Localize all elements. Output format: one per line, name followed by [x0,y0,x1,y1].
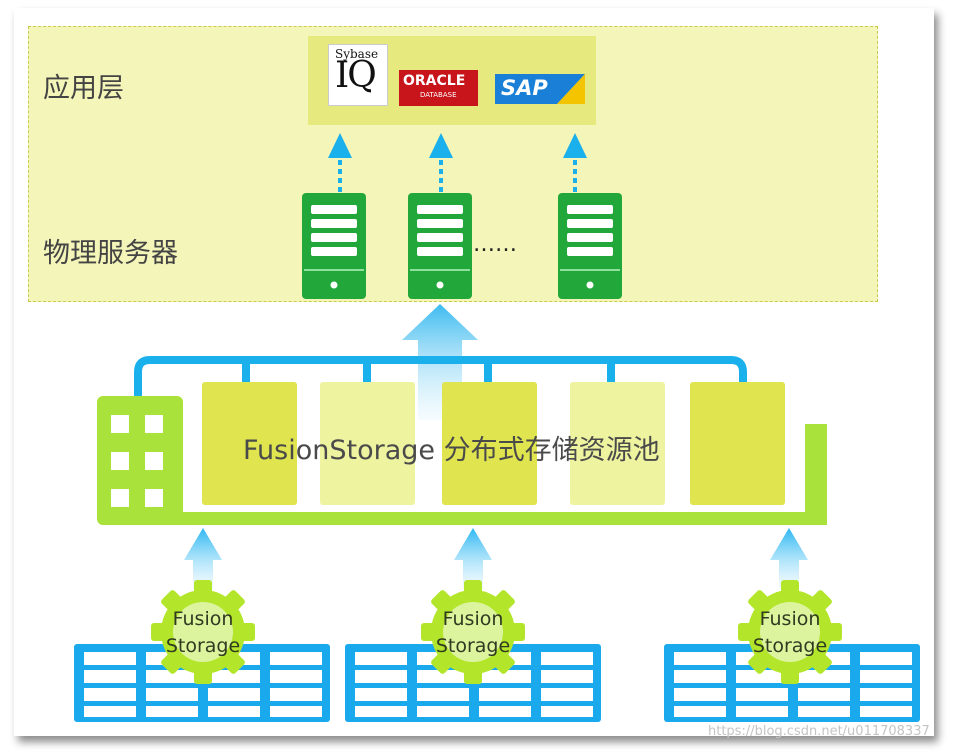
sap-text: SAP [501,76,548,100]
node-to-pool-arrow-2 [454,528,492,588]
node-label-1: Fusion Storage [158,606,248,660]
physical-server-label: 物理服务器 [43,238,178,269]
pool-title: FusionStorage 分布式存储资源池 [243,435,660,466]
server-ellipsis: …… [473,232,517,257]
sap-badge [495,74,585,104]
server-to-app-arrow-3 [563,133,587,192]
node-label-line2: Storage [752,635,828,657]
node-label-line2: Storage [165,635,241,657]
pool-block [442,382,537,505]
oracle-logo: ORACLE DATABASE [399,70,478,106]
node-label-line2: Storage [435,635,511,657]
application-layer-label: 应用层 [43,73,124,104]
gear-icon [151,580,255,684]
oracle-database-text: DATABASE [420,91,457,99]
pool-block [202,382,297,505]
node-label-line1: Fusion [442,608,504,630]
pool-block [320,382,415,505]
node-to-pool-arrow-3 [770,528,808,588]
server-icon [302,193,366,299]
server-icon [408,193,472,299]
oracle-text: ORACLE [403,73,466,89]
sybase-iq-logo: Sybase IQ [328,44,388,106]
gear-icon [738,580,842,684]
sap-logo: SAP [495,74,585,104]
node-label-line1: Fusion [759,608,821,630]
storage-pool [97,396,827,525]
iq-text: IQ [335,55,377,96]
node-label-3: Fusion Storage [745,606,835,660]
application-logos: Sybase IQ ORACLE DATABASE SAP [308,36,596,125]
watermark: https://blog.csdn.net/u011708337 [708,724,930,739]
server-to-app-arrow-2 [429,133,453,192]
node-label-line1: Fusion [172,608,234,630]
server-icon [558,193,622,299]
server-to-app-arrow-1 [328,133,352,192]
pool-block [570,382,665,505]
node-label-2: Fusion Storage [428,606,518,660]
sybase-text: Sybase [335,47,379,61]
pool-block [690,382,785,505]
gear-icon [421,580,525,684]
storage-pipe [134,356,747,402]
node-to-pool-arrow-1 [184,528,222,588]
